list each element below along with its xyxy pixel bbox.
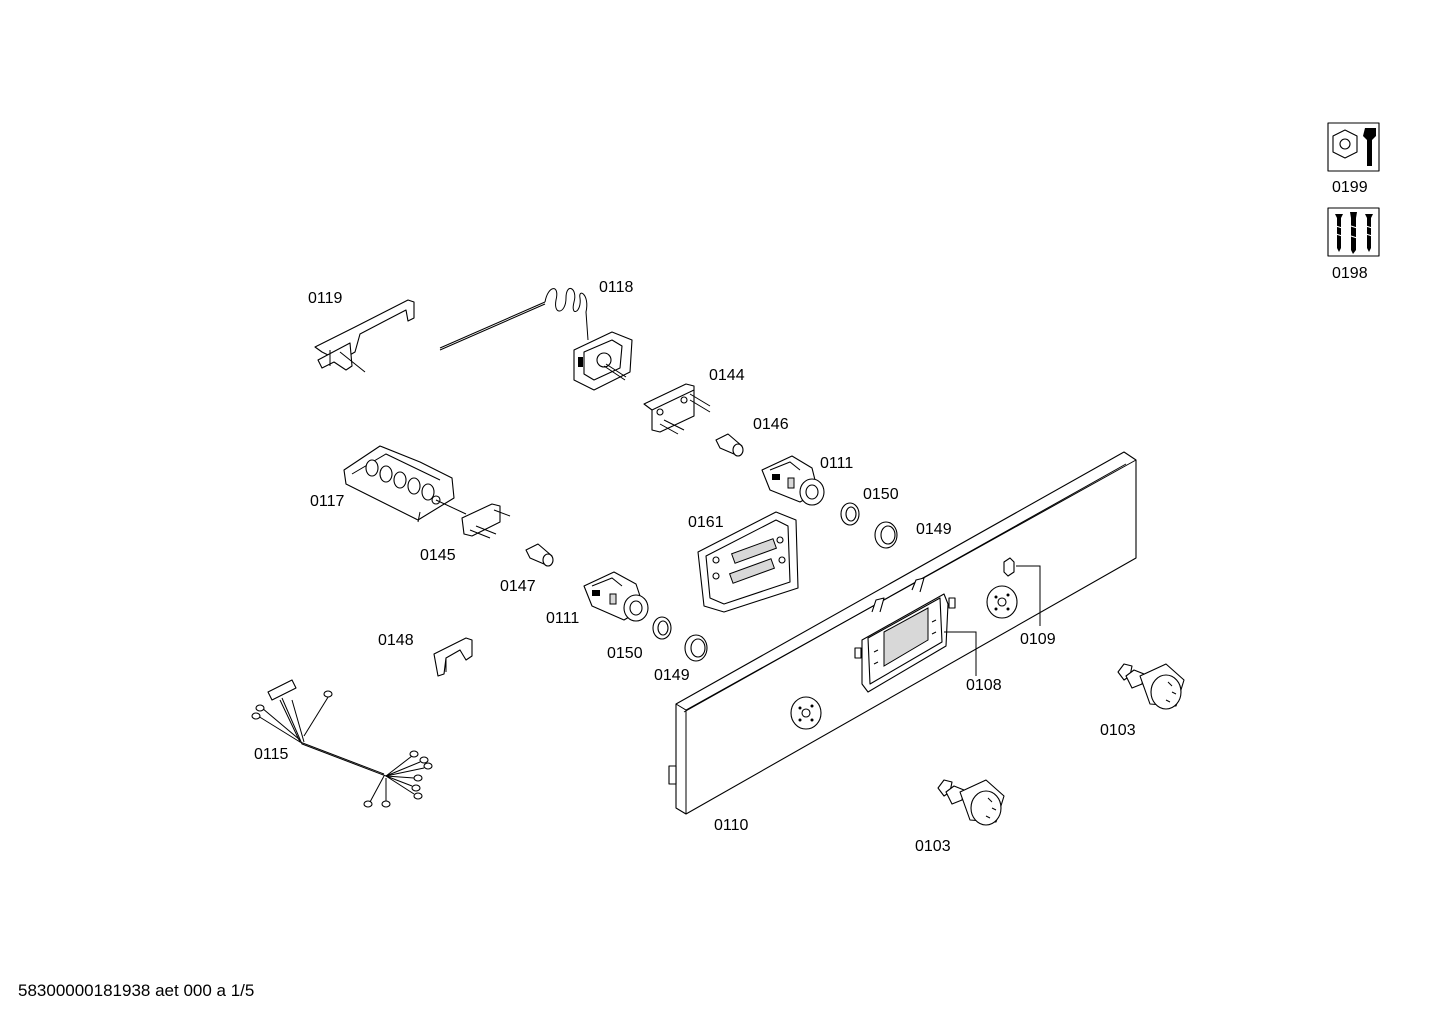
part-label-0150-upper[interactable]: 0150: [863, 486, 899, 503]
part-label-0117[interactable]: 0117: [310, 493, 345, 510]
part-0150-ring-upper[interactable]: [840, 502, 860, 526]
part-label-0110[interactable]: 0110: [714, 817, 749, 834]
part-0117-switch-block[interactable]: [343, 445, 467, 523]
part-label-0115[interactable]: 0115: [254, 746, 289, 763]
part-0144-holder[interactable]: [643, 383, 711, 435]
part-label-0149-lower[interactable]: 0149: [654, 667, 690, 684]
part-label-0119[interactable]: 0119: [308, 290, 343, 307]
part-0161-module[interactable]: [697, 511, 799, 613]
part-label-0199[interactable]: 0199: [1332, 179, 1368, 196]
part-label-0145[interactable]: 0145: [420, 547, 456, 564]
part-label-0108[interactable]: 0108: [966, 677, 1002, 694]
part-label-0111-lower[interactable]: 0111: [546, 610, 579, 627]
part-0119-bracket[interactable]: [314, 299, 415, 373]
part-label-0147[interactable]: 0147: [500, 578, 536, 595]
part-0103-knob-lower[interactable]: [937, 779, 1005, 826]
part-label-0118[interactable]: 0118: [599, 279, 634, 296]
part-0111-switch-lower[interactable]: [583, 571, 649, 622]
part-0108-display[interactable]: [854, 577, 956, 693]
part-label-0109[interactable]: 0109: [1020, 631, 1056, 648]
part-0149-nut-lower[interactable]: [684, 634, 708, 662]
part-label-0198[interactable]: 0198: [1332, 265, 1368, 282]
part-0111-switch-upper[interactable]: [761, 455, 825, 506]
part-label-0161[interactable]: 0161: [688, 514, 724, 531]
part-0146-lamp[interactable]: [715, 433, 744, 457]
part-0149-nut-upper[interactable]: [874, 521, 898, 549]
screws-icon[interactable]: [1327, 207, 1380, 257]
part-0109-clip[interactable]: [1003, 557, 1015, 577]
part-0150-ring-lower[interactable]: [652, 616, 672, 640]
part-0148-clip[interactable]: [433, 637, 473, 677]
part-0147-lamp[interactable]: [525, 543, 554, 567]
part-0118-thermostat[interactable]: [439, 288, 633, 391]
part-label-0150-lower[interactable]: 0150: [607, 645, 643, 662]
part-label-0149-upper[interactable]: 0149: [916, 521, 952, 538]
part-label-0144[interactable]: 0144: [709, 367, 745, 384]
part-0145-holder[interactable]: [461, 503, 511, 539]
document-reference: 58300000181938 aet 000 a 1/5: [18, 981, 255, 1000]
part-label-0103-lower[interactable]: 0103: [915, 838, 951, 855]
part-label-0103-right[interactable]: 0103: [1100, 722, 1136, 739]
part-0103-knob-right[interactable]: [1117, 663, 1185, 710]
part-0115-wiring-harness[interactable]: [251, 679, 433, 808]
part-label-0148[interactable]: 0148: [378, 632, 414, 649]
part-label-0146[interactable]: 0146: [753, 416, 789, 433]
wrench-nut-icon[interactable]: [1327, 122, 1380, 172]
part-label-0111-upper[interactable]: 0111: [820, 455, 853, 472]
